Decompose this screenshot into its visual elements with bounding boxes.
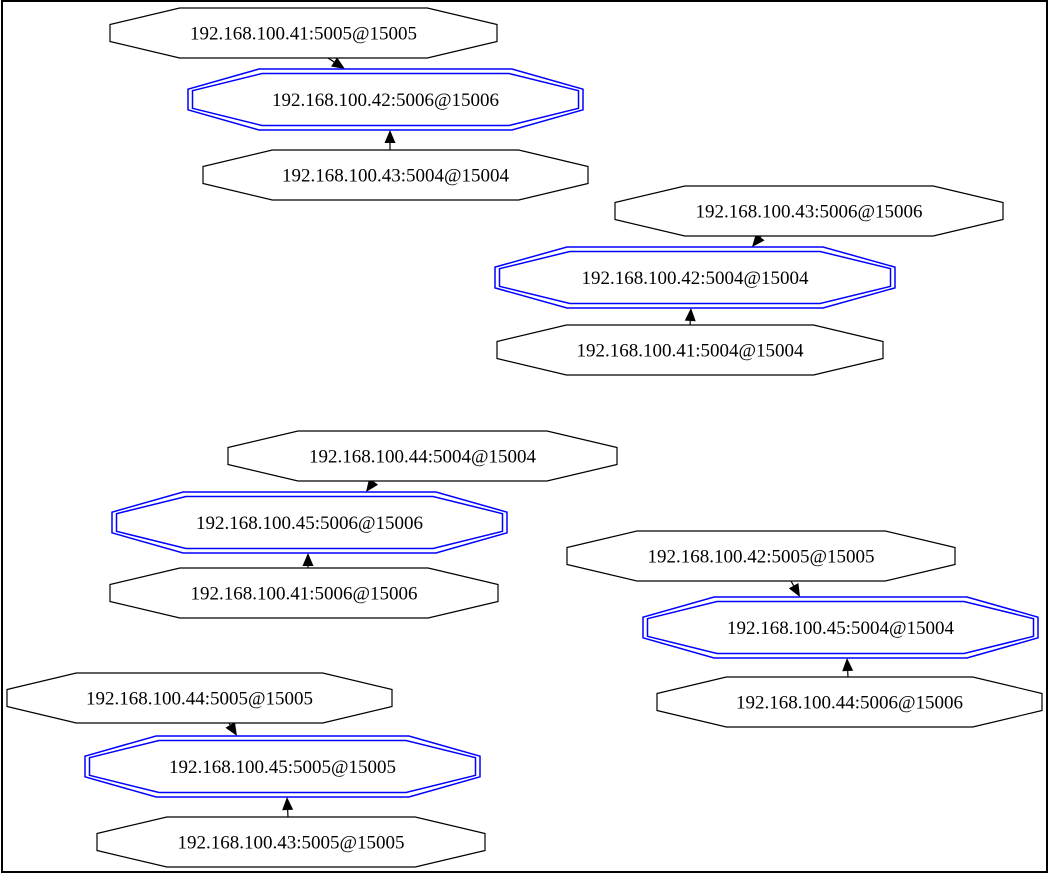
- node-label: 192.168.100.41:5006@15006: [190, 584, 417, 605]
- node-label: 192.168.100.41:5004@15004: [576, 341, 804, 362]
- node-label: 192.168.100.42:5004@15004: [581, 268, 809, 289]
- node-label: 192.168.100.43:5004@15004: [282, 166, 510, 187]
- node-label: 192.168.100.41:5005@15005: [190, 24, 417, 45]
- graph-node-source: 192.168.100.43:5006@15006: [615, 186, 1003, 236]
- node-label: 192.168.100.44:5006@15006: [736, 693, 963, 714]
- graph-node-source: 192.168.100.44:5006@15006: [657, 677, 1042, 727]
- graph-node-source: 192.168.100.42:5005@15005: [567, 531, 955, 581]
- graph-node-source: 192.168.100.44:5004@15004: [228, 431, 617, 481]
- graph-node-source: 192.168.100.43:5004@15004: [203, 150, 588, 200]
- node-label: 192.168.100.44:5004@15004: [309, 447, 537, 468]
- graph-node-primary: 192.168.100.45:5006@15006: [112, 492, 507, 553]
- node-label: 192.168.100.43:5005@15005: [177, 833, 404, 854]
- graph-node-primary: 192.168.100.45:5004@15004: [643, 597, 1038, 658]
- node-label: 192.168.100.45:5005@15005: [169, 757, 396, 778]
- graph-node-primary: 192.168.100.42:5006@15006: [188, 69, 583, 130]
- node-label: 192.168.100.44:5005@15005: [86, 689, 313, 710]
- node-label: 192.168.100.45:5006@15006: [196, 513, 423, 534]
- node-label: 192.168.100.42:5006@15006: [272, 90, 499, 111]
- graph-node-source: 192.168.100.44:5005@15005: [7, 673, 392, 723]
- graph-node-primary: 192.168.100.45:5005@15005: [85, 736, 480, 797]
- node-label: 192.168.100.43:5006@15006: [695, 202, 922, 223]
- graph-node-source: 192.168.100.41:5004@15004: [497, 325, 883, 375]
- graph-node-source: 192.168.100.43:5005@15005: [97, 817, 485, 867]
- graph-node-primary: 192.168.100.42:5004@15004: [495, 247, 895, 308]
- graph-node-source: 192.168.100.41:5005@15005: [110, 8, 497, 58]
- node-label: 192.168.100.45:5004@15004: [727, 618, 955, 639]
- node-label: 192.168.100.42:5005@15005: [647, 547, 874, 568]
- graph-node-source: 192.168.100.41:5006@15006: [110, 568, 498, 618]
